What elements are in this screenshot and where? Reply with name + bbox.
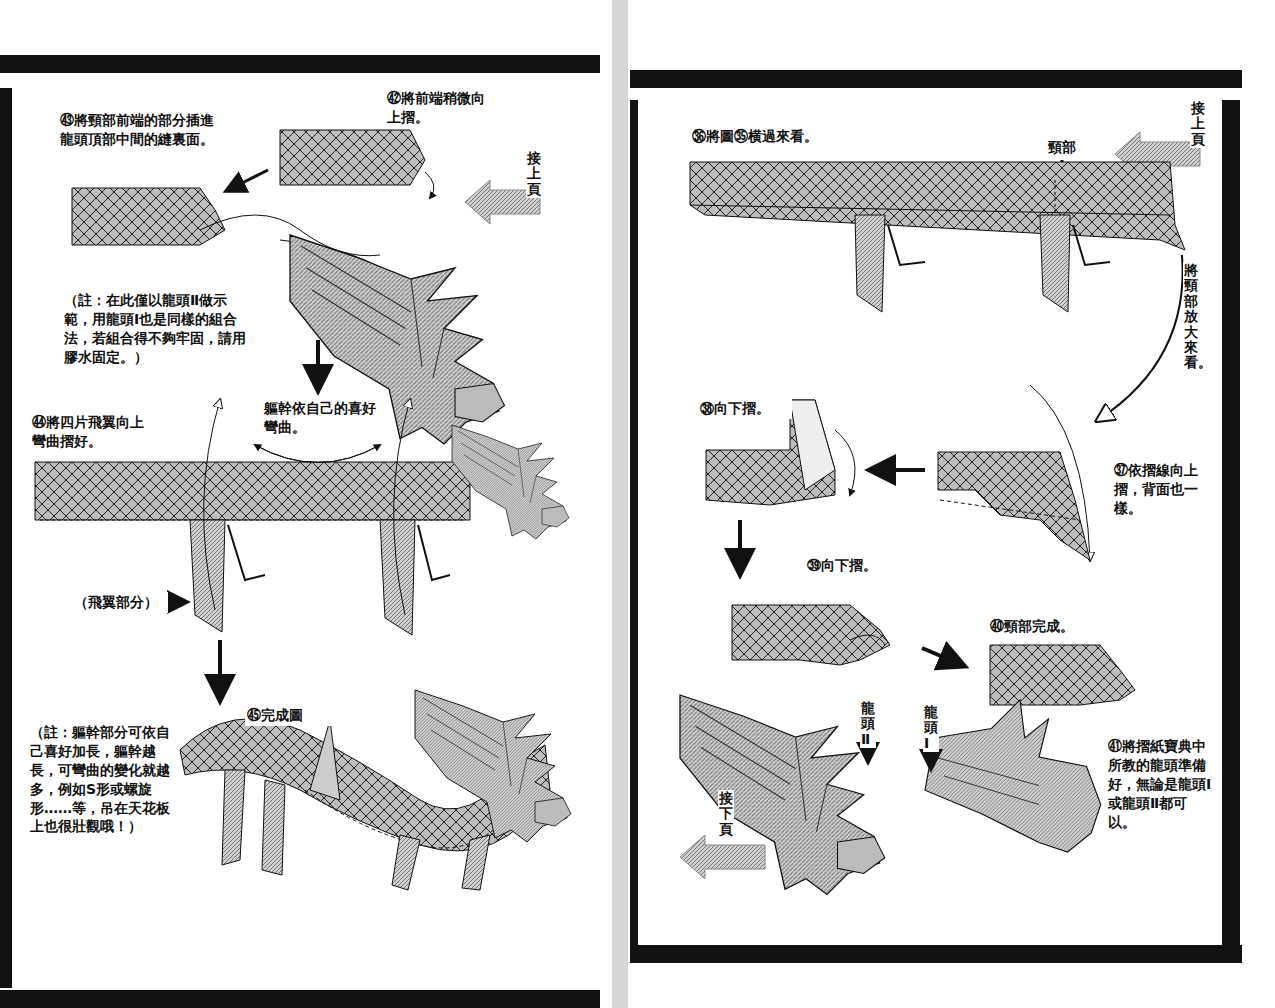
step-text: ㊴向下摺。	[805, 555, 899, 576]
page-link: 接下頁	[718, 790, 734, 838]
step-text: ㊲依摺線向上摺，背面也一樣。	[1112, 460, 1216, 519]
page-link: 接上頁	[1190, 100, 1206, 148]
part-label: （飛翼部分）	[72, 592, 168, 613]
step-text: ㊷將前端稍微向上摺。	[385, 88, 499, 128]
page-link: 接上頁	[526, 150, 542, 198]
step-text: ㊵頸部完成。	[988, 616, 1102, 637]
part-label: 龍頭Ⅰ	[923, 704, 939, 752]
step-text: ㊸將頸部前端的部分插進龍頭頂部中間的縫裏面。	[58, 110, 222, 150]
step-text: ㊹將四片飛翼向上彎曲摺好。	[30, 412, 152, 452]
step-text: ㊳向下摺。	[698, 398, 792, 419]
step-text: ㊶將摺紙寶典中所教的龍頭準備好，無論是龍頭Ⅰ或龍頭Ⅱ都可以。	[1106, 736, 1216, 832]
note-text: （註：在此僅以龍頭Ⅱ做示範，用龍頭Ⅰ也是同樣的組合法，若組合得不夠牢固，請用膠水…	[62, 290, 256, 368]
instruction-text: 軀幹依自己的喜好彎曲。	[262, 398, 378, 438]
part-label: 頸部	[1046, 137, 1090, 158]
note-text: （註：軀幹部分可依自己喜好加長，軀幹越長，可彎曲的變化就越多，例如S形或螺旋形……	[28, 722, 172, 837]
step-text: ㊱將圖㉟横過來看。	[690, 126, 869, 147]
step-text: ㊺完成圖	[245, 705, 339, 726]
instruction-text: 將頸部放大來看。	[1183, 262, 1199, 372]
part-label: 龍頭Ⅱ	[860, 700, 876, 748]
